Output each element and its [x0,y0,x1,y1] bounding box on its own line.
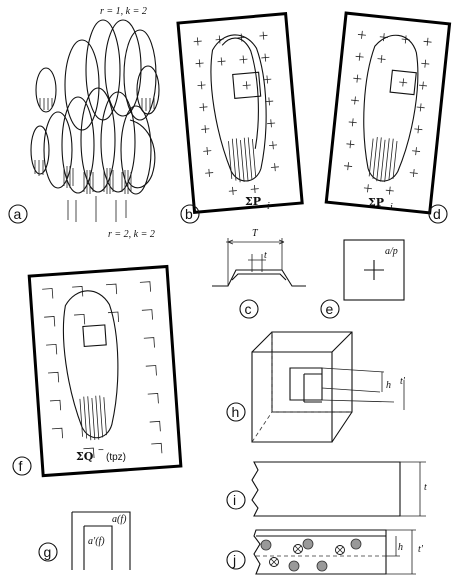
panel-g-letter: g [44,544,52,560]
panel-d-letter-circle [428,204,448,224]
panel-c-letter: c [245,301,252,317]
panel-f-sum-label: ΣQ [76,450,94,463]
panel-d-sum-label: ΣP [368,196,384,209]
panel-j-letter: j [232,552,236,568]
panel-h-letter-circle [226,402,246,422]
panel-b-sum-subscript: i [267,201,270,212]
panel-c-t-label: t [264,250,267,261]
panel-b-sum-label: ΣP [245,195,261,208]
panel-f-sum-suffix: (tpz) [106,452,126,463]
panel-j-tprime-label: t′ [418,544,424,555]
panel-e-ratio-label: a/p [385,246,398,257]
panel-f-frame [27,264,183,478]
panel-i-layer [251,461,426,517]
panel-b-frame [176,12,304,214]
panel-e-letter: e [326,301,334,317]
panel-a-letter: a [14,206,22,222]
panel-d-frame [324,11,452,215]
panel-d-letter: d [433,206,441,222]
panel-b-letter-circle [180,204,200,224]
panel-j-h-label: h [398,542,403,553]
panel-g-inner-label: a′(f) [88,536,105,547]
panel-g-outer-label: a(f) [112,514,127,525]
panel-c-letter-circle [239,299,259,319]
panel-h-tprime-label: t′ [400,376,406,387]
panel-a-cluster: r = 1, k = 2 r = 2, k = 2 [30,6,160,240]
panel-f-letter-circle [12,456,32,476]
panel-f-letter: f [19,458,23,474]
panel-h-cube [251,331,405,443]
panel-j-layer [253,529,416,575]
panel-f-sum-superscript: − [98,445,104,456]
panel-d-sum-subscript: i [390,202,393,213]
panel-e-box [343,239,405,301]
panel-b-letter: b [185,206,193,222]
panel-i-letter: i [233,492,236,508]
panel-h-h-label: h [386,380,391,391]
panel-g-brackets [71,511,131,570]
panel-a-bottom-label: r = 2, k = 2 [108,229,155,240]
panel-h-letter: h [232,404,240,420]
panel-i-t-label: t [424,482,427,493]
panel-a-letter-circle [8,204,28,224]
panel-i-letter-circle [226,490,246,510]
panel-c-profile [212,238,306,287]
panel-e-letter-circle [320,299,340,319]
panel-a-top-label: r = 1, k = 2 [100,6,147,17]
panel-g-letter-circle [38,542,58,562]
panel-c-T-label: T [252,228,259,239]
panel-j-letter-circle [226,550,246,570]
